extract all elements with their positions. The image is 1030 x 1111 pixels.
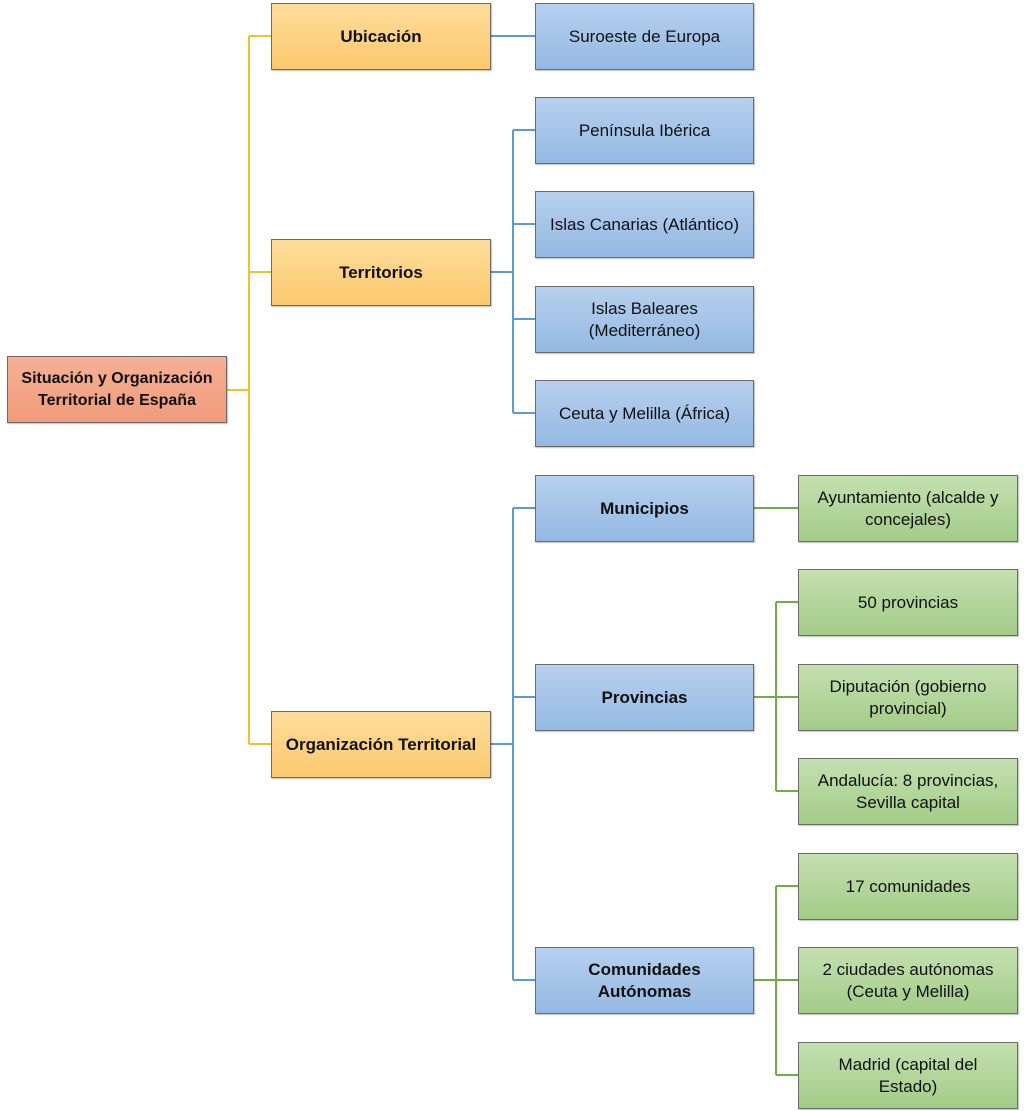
- territorios-label: Territorios: [339, 262, 423, 282]
- islas-canarias-line1: Islas Canarias (Atlántico): [550, 214, 739, 234]
- root-connectors: [227, 35, 271, 745]
- municipios-label: Municipios: [600, 498, 689, 518]
- ubicacion-node[interactable]: Ubicación: [271, 3, 491, 70]
- ciudades-autonomas-node[interactable]: 2 ciudades autónomas (Ceuta y Melilla): [798, 947, 1018, 1014]
- islas-baleares-line1: Islas Baleares: [591, 298, 698, 318]
- andalucia-line1: Andalucía: 8 provincias,: [817, 770, 999, 790]
- peninsula-iberica-line1: Península Ibérica: [578, 120, 711, 140]
- suroeste-europa-label: Suroeste de Europa: [568, 26, 721, 46]
- municipios-node[interactable]: Municipios: [535, 475, 754, 542]
- organizacion-territorial-label: Organización Territorial: [285, 734, 477, 754]
- level1-connectors: [491, 35, 535, 981]
- ayuntamiento-node[interactable]: Ayuntamiento (alcalde y concejales): [798, 475, 1018, 542]
- ciudades-autonomas-line2: (Ceuta y Melilla): [846, 981, 970, 1001]
- provincias-label: Provincias: [601, 687, 688, 707]
- cincuenta-provincias-node[interactable]: 50 provincias: [798, 569, 1018, 636]
- ubicacion-label: Ubicación: [340, 26, 422, 46]
- diputacion-node[interactable]: Diputación (gobierno provincial): [798, 664, 1018, 731]
- root-node-line2: Territorial de España: [38, 391, 196, 409]
- islas-baleares-node[interactable]: Islas Baleares (Mediterráneo): [535, 286, 754, 353]
- islas-canarias-node[interactable]: Islas Canarias (Atlántico): [535, 191, 754, 258]
- provincias-node[interactable]: Provincias: [535, 664, 754, 731]
- diecisiete-comunidades-node[interactable]: 17 comunidades: [798, 853, 1018, 920]
- ceuta-melilla-node[interactable]: Ceuta y Melilla (África): [535, 380, 754, 447]
- organizacion-territorial-node[interactable]: Organización Territorial: [271, 711, 491, 778]
- suroeste-europa-node[interactable]: Suroeste de Europa: [535, 3, 754, 70]
- peninsula-iberica-node[interactable]: Península Ibérica: [535, 97, 754, 164]
- ayuntamiento-line2: concejales): [865, 509, 951, 529]
- madrid-capital-line1: Madrid (capital del: [838, 1054, 978, 1074]
- root-node[interactable]: Situación y Organización Territorial de …: [7, 356, 227, 423]
- madrid-capital-line2: Estado): [878, 1076, 938, 1096]
- islas-baleares-line2: (Mediterráneo): [588, 320, 701, 340]
- diputacion-line1: Diputación (gobierno: [829, 676, 987, 696]
- ceuta-melilla-line1: Ceuta y Melilla (África): [559, 403, 730, 423]
- andalucia-line2: Sevilla capital: [856, 792, 960, 812]
- comunidades-autonomas-node[interactable]: Comunidades Autónomas: [535, 947, 754, 1014]
- andalucia-node[interactable]: Andalucía: 8 provincias, Sevilla capital: [798, 758, 1018, 825]
- comunidades-autonomas-line2: Autónomas: [597, 981, 692, 1001]
- cincuenta-provincias-line1: 50 provincias: [857, 592, 959, 612]
- ciudades-autonomas-line1: 2 ciudades autónomas: [822, 959, 994, 979]
- comunidades-autonomas-line1: Comunidades: [588, 959, 701, 979]
- level2-connectors: [754, 507, 798, 1076]
- diputacion-line2: provincial): [869, 698, 947, 718]
- root-node-line1: Situación y Organización: [21, 369, 213, 387]
- territorios-node[interactable]: Territorios: [271, 239, 491, 306]
- ayuntamiento-line1: Ayuntamiento (alcalde y: [817, 487, 999, 507]
- diecisiete-comunidades-line1: 17 comunidades: [845, 876, 971, 896]
- madrid-capital-node[interactable]: Madrid (capital del Estado): [798, 1042, 1018, 1109]
